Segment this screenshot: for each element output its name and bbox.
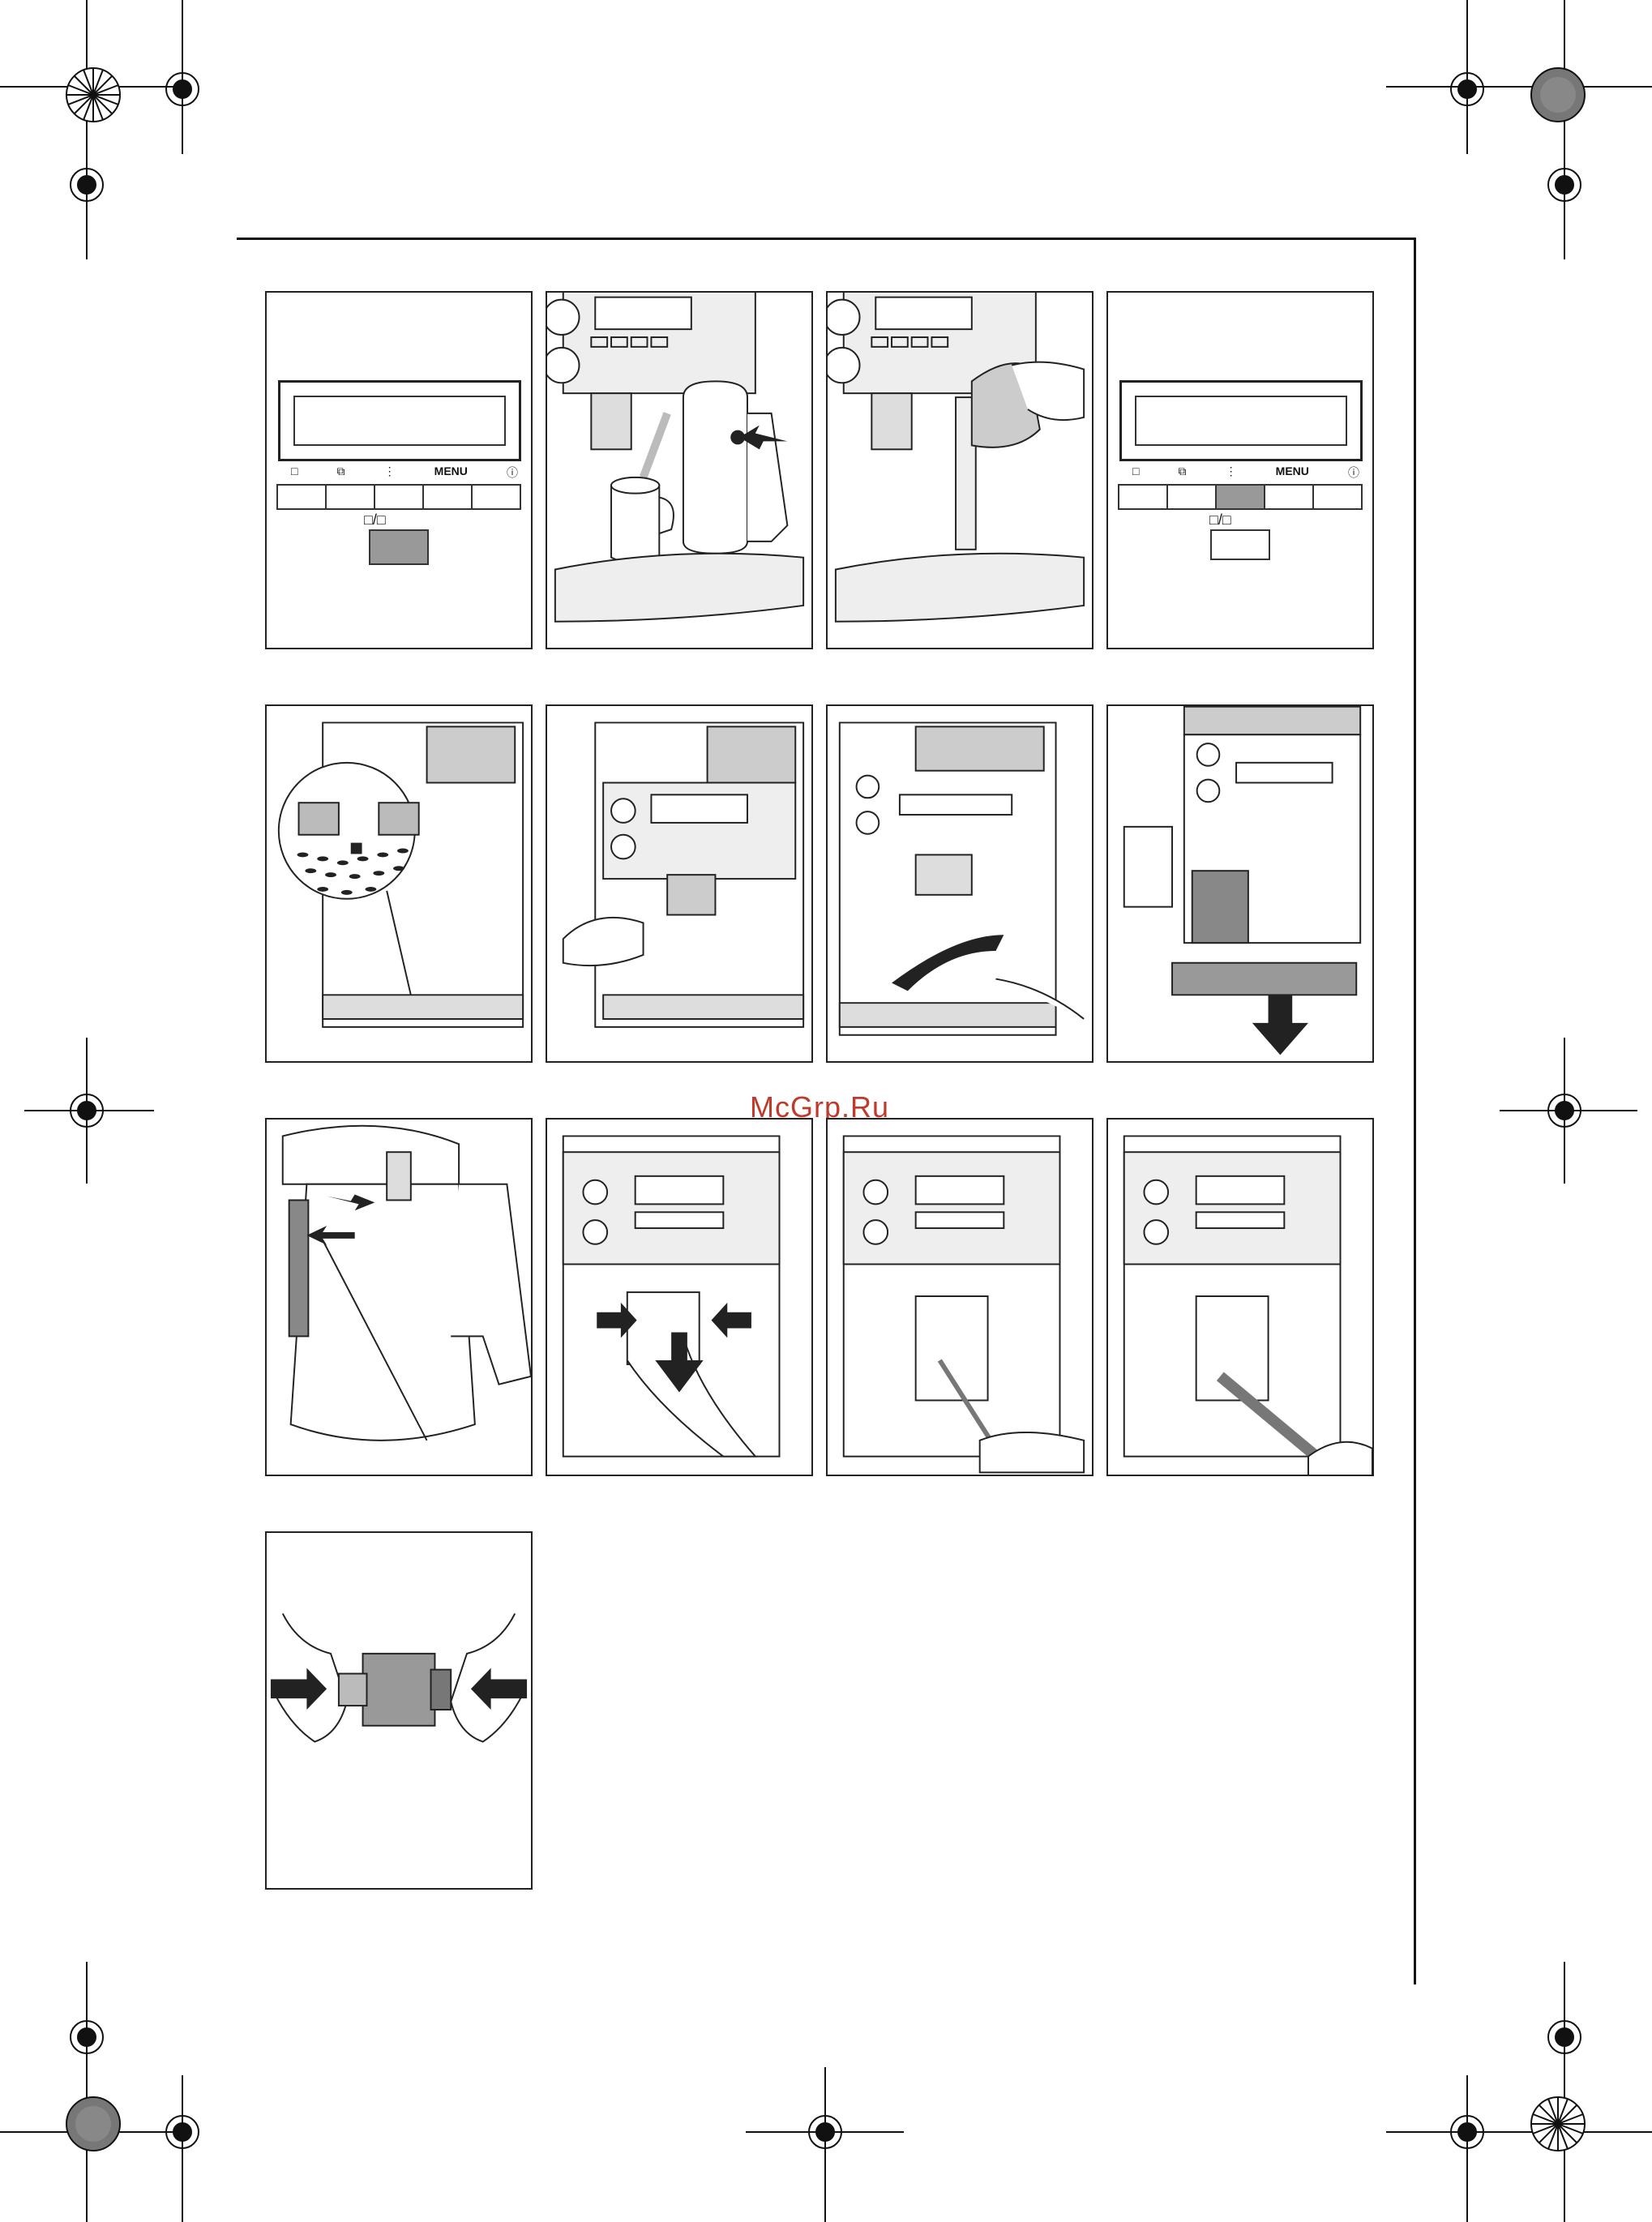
panel-brew-unit-hands	[265, 1531, 533, 1890]
display-screen	[1119, 380, 1363, 461]
illustration-clean-brush	[1108, 1120, 1372, 1475]
two-cups-icon: ⧉	[1179, 465, 1187, 481]
menu-label: MENU	[434, 465, 468, 481]
cup-icon: □	[291, 465, 297, 481]
illustration-open-door	[828, 706, 1092, 1061]
display-button-1[interactable]	[1118, 484, 1168, 510]
illustration-milk-jug-tube	[267, 1120, 531, 1475]
panel-drip-tray-detail	[265, 704, 533, 1063]
display-icon-row: □ ⧉ ⋮ MENU ⓘ	[1132, 465, 1359, 481]
info-icon: ⓘ	[1348, 465, 1359, 481]
panel-display-key: □ ⧉ ⋮ MENU ⓘ □/□	[265, 291, 533, 649]
illustration-clean-fork	[828, 1120, 1092, 1475]
panel-remove-drip-tray	[1106, 704, 1374, 1063]
display-button-4[interactable]	[422, 484, 473, 510]
illustration-remove-drip-tray	[1108, 706, 1372, 1061]
panel-clean-fork	[826, 1118, 1093, 1476]
display-screen	[278, 380, 521, 461]
display-button-3[interactable]	[374, 484, 424, 510]
cup-icon: □	[1132, 465, 1139, 481]
panel-remove-brew-unit	[546, 1118, 813, 1476]
display-button-2[interactable]	[1166, 484, 1217, 510]
display-icon-row: □ ⧉ ⋮ MENU ⓘ	[291, 465, 518, 481]
display-button-1[interactable]	[276, 484, 327, 510]
steam-icon: ⋮	[384, 465, 396, 481]
panel-open-door	[826, 704, 1093, 1063]
info-icon: ⓘ	[507, 465, 518, 481]
cup-size-key[interactable]	[1210, 529, 1270, 560]
display-button-2[interactable]	[325, 484, 375, 510]
steam-icon: ⋮	[1226, 465, 1237, 481]
panel-clean-brush	[1106, 1118, 1374, 1476]
panel-wipe-nozzle	[826, 291, 1093, 649]
illustration-spout-adjust	[547, 706, 811, 1061]
top-rule	[237, 238, 1416, 240]
display-button-3[interactable]	[1215, 484, 1265, 510]
illustration-milk-jug-connect	[547, 293, 811, 648]
illustration-drip-tray-detail	[267, 706, 531, 1061]
display-button-5[interactable]	[1312, 484, 1363, 510]
panel-milk-jug-connect	[546, 291, 813, 649]
illustration-remove-brew-unit	[547, 1120, 811, 1475]
display-button-4[interactable]	[1264, 484, 1314, 510]
menu-label: MENU	[1276, 465, 1309, 481]
panel-display-button: □ ⧉ ⋮ MENU ⓘ □/□	[1106, 291, 1374, 649]
cup-size-icon: □/□	[364, 512, 386, 529]
cup-size-icon: □/□	[1209, 512, 1231, 529]
illustration-brew-unit-hands	[267, 1533, 531, 1888]
two-cups-icon: ⧉	[337, 465, 345, 481]
cup-size-key[interactable]	[369, 529, 429, 565]
panel-milk-jug-tube	[265, 1118, 533, 1476]
display-button-5[interactable]	[471, 484, 521, 510]
button-row	[278, 484, 521, 510]
illustration-wipe-nozzle	[828, 293, 1092, 648]
button-row	[1119, 484, 1363, 510]
panel-spout-adjust	[546, 704, 813, 1063]
right-rule	[1414, 238, 1416, 1984]
